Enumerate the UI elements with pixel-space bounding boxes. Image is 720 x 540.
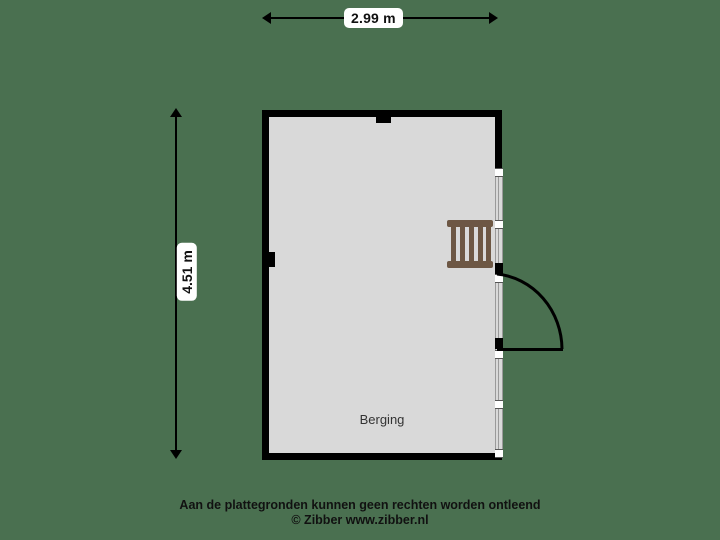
- wall-north: [262, 110, 502, 117]
- ladder-rung: [469, 225, 474, 264]
- arrow-down-icon: [170, 450, 182, 459]
- ladder-rung: [486, 225, 491, 264]
- footer-text: Aan de plattegronden kunnen geen rechten…: [0, 498, 720, 528]
- glazing-bar: [498, 168, 499, 458]
- ladder-rung: [460, 225, 465, 264]
- ladder-rung: [451, 225, 456, 264]
- glazing-bar: [495, 168, 496, 458]
- door-jamb-marker: [495, 338, 503, 349]
- ladder-rail-bottom: [447, 261, 493, 268]
- door-leaf: [497, 348, 563, 351]
- ladder-rail-top: [447, 220, 493, 227]
- footer-disclaimer: Aan de plattegronden kunnen geen rechten…: [179, 498, 541, 512]
- footer-copyright: © Zibber www.zibber.nl: [291, 513, 429, 527]
- dimension-label-width: 2.99 m: [344, 8, 403, 28]
- ladder-icon: [447, 220, 493, 268]
- ladder-rung: [478, 225, 483, 264]
- wall-nub-north: [376, 117, 391, 123]
- window-glazing-band: [495, 168, 503, 458]
- glazing-bar: [502, 168, 503, 458]
- building-outline: Berging: [262, 110, 564, 460]
- arrow-left-icon: [262, 12, 271, 24]
- wall-nub-west: [269, 252, 275, 267]
- arrow-right-icon: [489, 12, 498, 24]
- door-swing-arc-icon: [496, 272, 564, 350]
- door-jamb-marker: [495, 263, 503, 274]
- dimension-line-height: [170, 108, 182, 459]
- arrow-up-icon: [170, 108, 182, 117]
- wall-east-upper: [495, 110, 502, 168]
- glazing-joint: [495, 400, 503, 409]
- room-label-berging: Berging: [359, 412, 405, 427]
- room-floor-berging: [269, 117, 495, 453]
- dimension-label-height: 4.51 m: [176, 243, 197, 301]
- wall-west: [262, 110, 269, 460]
- glazing-joint: [495, 168, 503, 177]
- single-swing-door: [495, 272, 565, 352]
- glazing-joint: [495, 449, 503, 458]
- wall-south: [262, 453, 502, 460]
- glazing-joint: [495, 220, 503, 229]
